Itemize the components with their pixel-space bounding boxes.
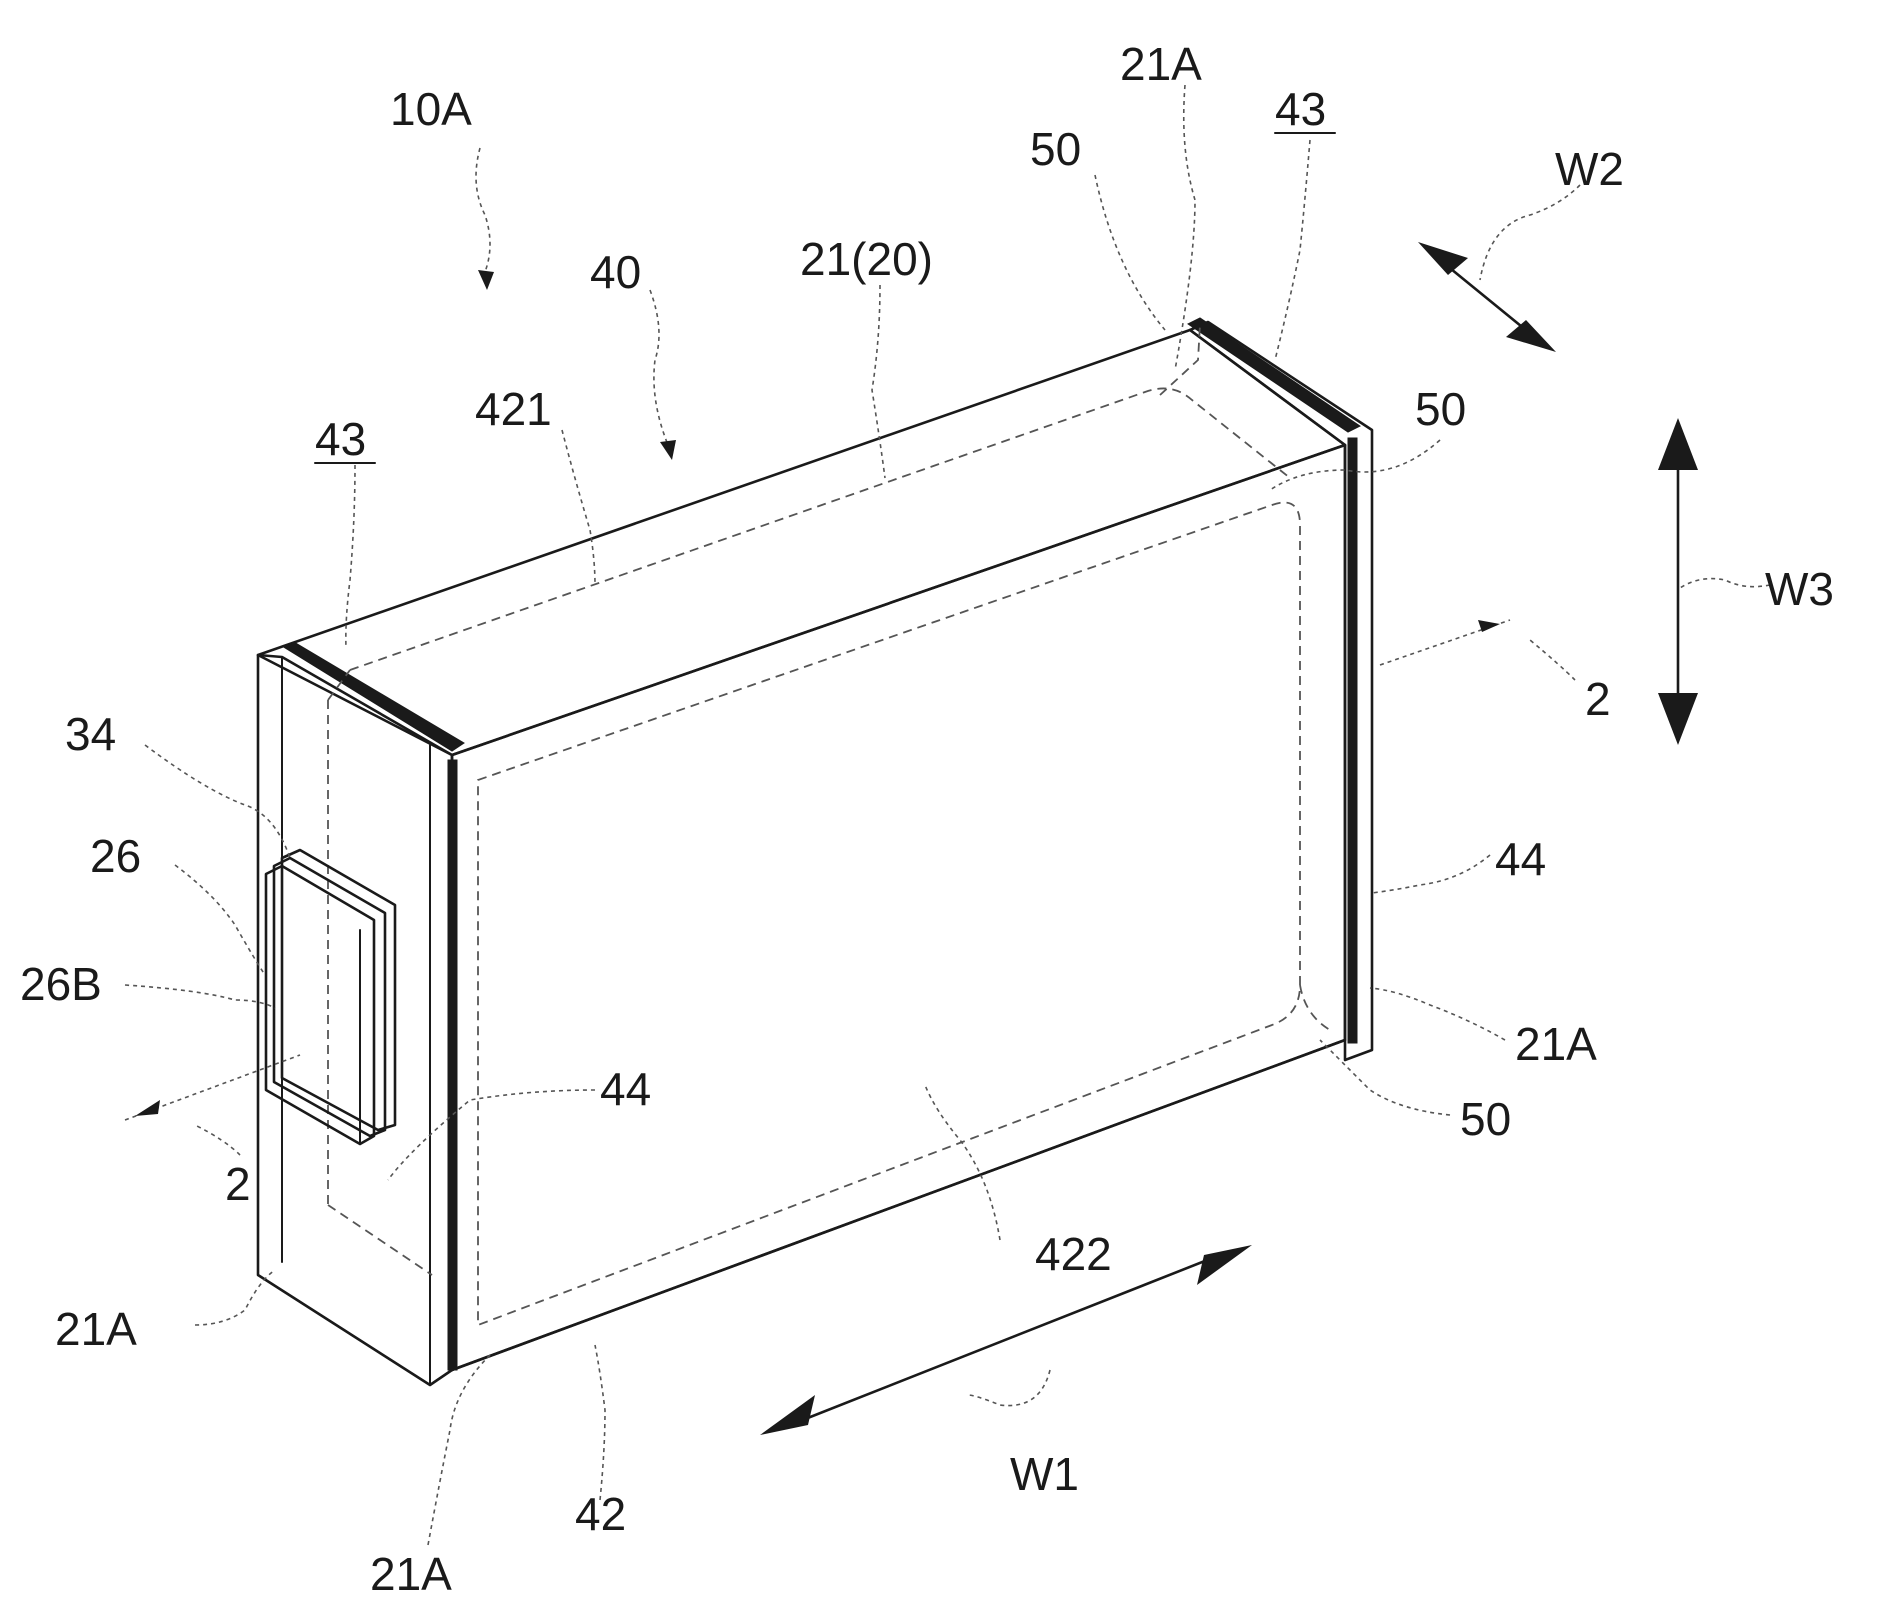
hidden-lines xyxy=(328,325,1330,1325)
terminal-plate-34 xyxy=(282,850,395,1130)
label-40: 40 xyxy=(590,246,641,298)
leader-lines xyxy=(125,85,1770,1545)
left-top-seal xyxy=(282,642,464,751)
label-2-left: 2 xyxy=(225,1158,251,1210)
terminal-assembly xyxy=(266,850,395,1144)
w2-arrow-head-bottom xyxy=(1506,320,1556,352)
top-face-421 xyxy=(258,330,1345,755)
leader-10a xyxy=(476,148,490,272)
left-plate-bottom-edge-2 xyxy=(430,1370,452,1385)
label-44-center: 44 xyxy=(600,1063,651,1115)
label-w2: W2 xyxy=(1555,143,1624,195)
label-421: 421 xyxy=(475,383,552,435)
front-inner-outline xyxy=(478,503,1300,1326)
terminal-plate-middle xyxy=(274,858,385,1136)
label-50-top: 50 xyxy=(1030,123,1081,175)
right-end-plate xyxy=(1190,322,1372,1060)
label-21-20: 21(20) xyxy=(800,233,933,285)
leader-10a-tip xyxy=(478,270,494,290)
w2-arrow-shaft xyxy=(1440,260,1532,335)
leader-44-right xyxy=(1372,855,1490,893)
leader-44-center xyxy=(388,1090,595,1180)
label-26: 26 xyxy=(90,830,141,882)
w1-arrow-head-right xyxy=(1197,1245,1252,1285)
leader-421 xyxy=(562,430,595,585)
leader-42 xyxy=(595,1345,605,1500)
left-vertical-seal xyxy=(448,760,457,1370)
label-34: 34 xyxy=(65,708,116,760)
label-43-right: 43 xyxy=(1275,83,1326,135)
leader-40-tip xyxy=(660,440,676,460)
top-inner-rim-back xyxy=(1160,325,1200,395)
w3-arrow-head-bottom xyxy=(1658,693,1698,745)
left-plate-bottom-edge xyxy=(258,1275,430,1385)
label-50-right: 50 xyxy=(1415,383,1466,435)
leader-21a-bottom xyxy=(428,1355,490,1545)
label-26b: 26B xyxy=(20,958,102,1010)
leader-2-right xyxy=(1530,640,1575,680)
leader-43-right xyxy=(1275,140,1310,360)
label-43-left: 43 xyxy=(315,413,366,465)
w3-arrow-head-top xyxy=(1658,418,1698,470)
leader-422 xyxy=(925,1085,1000,1240)
leader-w1 xyxy=(968,1370,1050,1406)
label-44-right: 44 xyxy=(1495,833,1546,885)
label-50-bottom: 50 xyxy=(1460,1093,1511,1145)
reference-labels: 10A 21A 43 50 W2 40 21(20) 421 43 50 W3 … xyxy=(20,38,1834,1597)
seal-bars xyxy=(282,318,1360,1370)
cell-body xyxy=(258,322,1372,1385)
front-face-422 xyxy=(452,445,1345,1370)
leader-34 xyxy=(145,745,290,858)
leader-50-top xyxy=(1095,175,1165,330)
w1-arrow-head-left xyxy=(760,1395,815,1435)
leader-50-bottom xyxy=(1320,1040,1450,1115)
leader-40 xyxy=(650,290,668,445)
w1-arrow-shaft xyxy=(790,1255,1220,1425)
right-top-seal xyxy=(1188,318,1360,432)
label-422: 422 xyxy=(1035,1228,1112,1280)
leader-21-20 xyxy=(872,285,885,478)
section-arrow-left xyxy=(135,1100,160,1116)
left-end-plate xyxy=(258,655,452,1385)
leader-26b xyxy=(125,985,275,1008)
leader-26 xyxy=(175,865,265,975)
label-42: 42 xyxy=(575,1488,626,1540)
leader-2-left xyxy=(195,1125,240,1155)
direction-arrows xyxy=(760,242,1698,1435)
label-21a-right: 21A xyxy=(1515,1018,1597,1070)
leader-w2 xyxy=(1480,185,1580,280)
label-21a-bottom: 21A xyxy=(370,1548,452,1597)
label-2-right: 2 xyxy=(1585,673,1611,725)
label-21a-top: 21A xyxy=(1120,38,1202,90)
leader-w3 xyxy=(1680,579,1770,588)
w2-arrow-head-top xyxy=(1418,242,1468,275)
label-21a-left: 21A xyxy=(55,1303,137,1355)
right-vertical-seal xyxy=(1348,438,1357,1043)
label-w1: W1 xyxy=(1010,1448,1079,1500)
label-10a: 10A xyxy=(390,83,472,135)
label-w3: W3 xyxy=(1765,563,1834,615)
leader-21a-right xyxy=(1370,988,1505,1040)
left-inner-bottom xyxy=(328,1205,432,1275)
right-inner-corner xyxy=(1300,985,1330,1030)
